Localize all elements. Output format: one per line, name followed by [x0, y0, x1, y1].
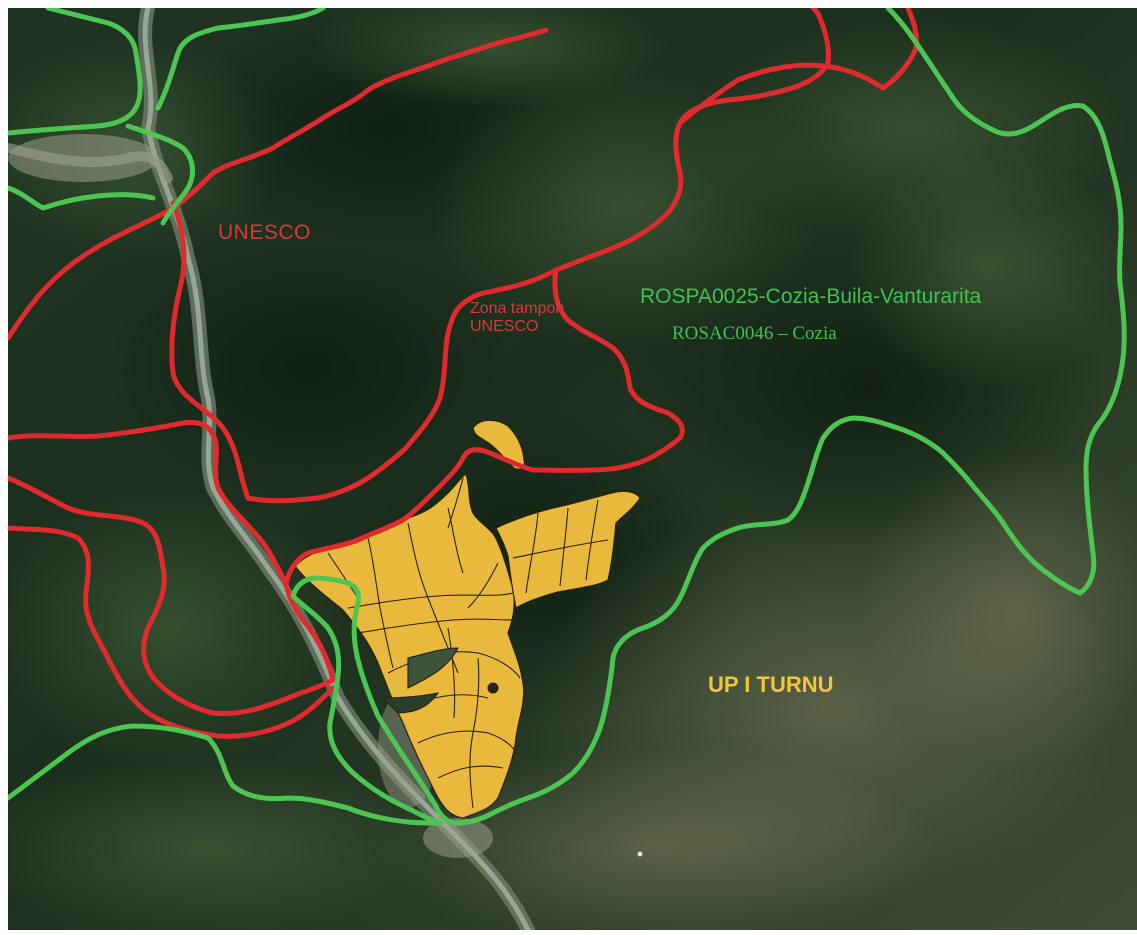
label-forest-unit: UP I TURNU: [708, 672, 834, 697]
natura-boundary-north[interactable]: [125, 123, 196, 226]
settlements: [8, 134, 493, 858]
unesco-buffer-east[interactable]: [283, 267, 685, 586]
unesco-boundary-northeast[interactable]: [677, 8, 919, 126]
natura-boundary-south[interactable]: [8, 723, 443, 826]
label-rosac0046: ROSAC0046 – Cozia: [672, 323, 837, 344]
unesco-link[interactable]: [283, 580, 336, 683]
unesco-boundary-southwest[interactable]: [8, 475, 336, 717]
unesco-boundary-west[interactable]: [8, 419, 289, 586]
natura-boundary-top[interactable]: [155, 8, 326, 111]
natura2000-boundaries[interactable]: [8, 8, 1127, 826]
unesco-boundary-inner[interactable]: [169, 200, 559, 504]
forest-compartment-east[interactable]: [495, 490, 641, 609]
natura-boundary-northwest[interactable]: [8, 8, 143, 136]
unesco-boundaries[interactable]: [8, 8, 919, 739]
unesco-boundary-south[interactable]: [8, 525, 336, 739]
satellite-map[interactable]: [8, 8, 1137, 930]
small-markers: [637, 851, 643, 857]
label-unesco: UNESCO: [218, 221, 311, 244]
natura-boundary-northwest-2[interactable]: [8, 185, 156, 211]
forest-unit-up-i-turnu[interactable]: [294, 419, 641, 819]
natura-boundary-east[interactable]: [290, 8, 1127, 826]
forest-compartment-lines: [327, 477, 609, 809]
label-unesco-buffer-zone: Zona tampon UNESCO: [470, 300, 565, 335]
label-rospa0025: ROSPA0025-Cozia-Buila-Vanturarita: [640, 285, 982, 308]
unesco-boundary-north[interactable]: [8, 27, 549, 341]
terrain-texture: [8, 8, 1137, 930]
